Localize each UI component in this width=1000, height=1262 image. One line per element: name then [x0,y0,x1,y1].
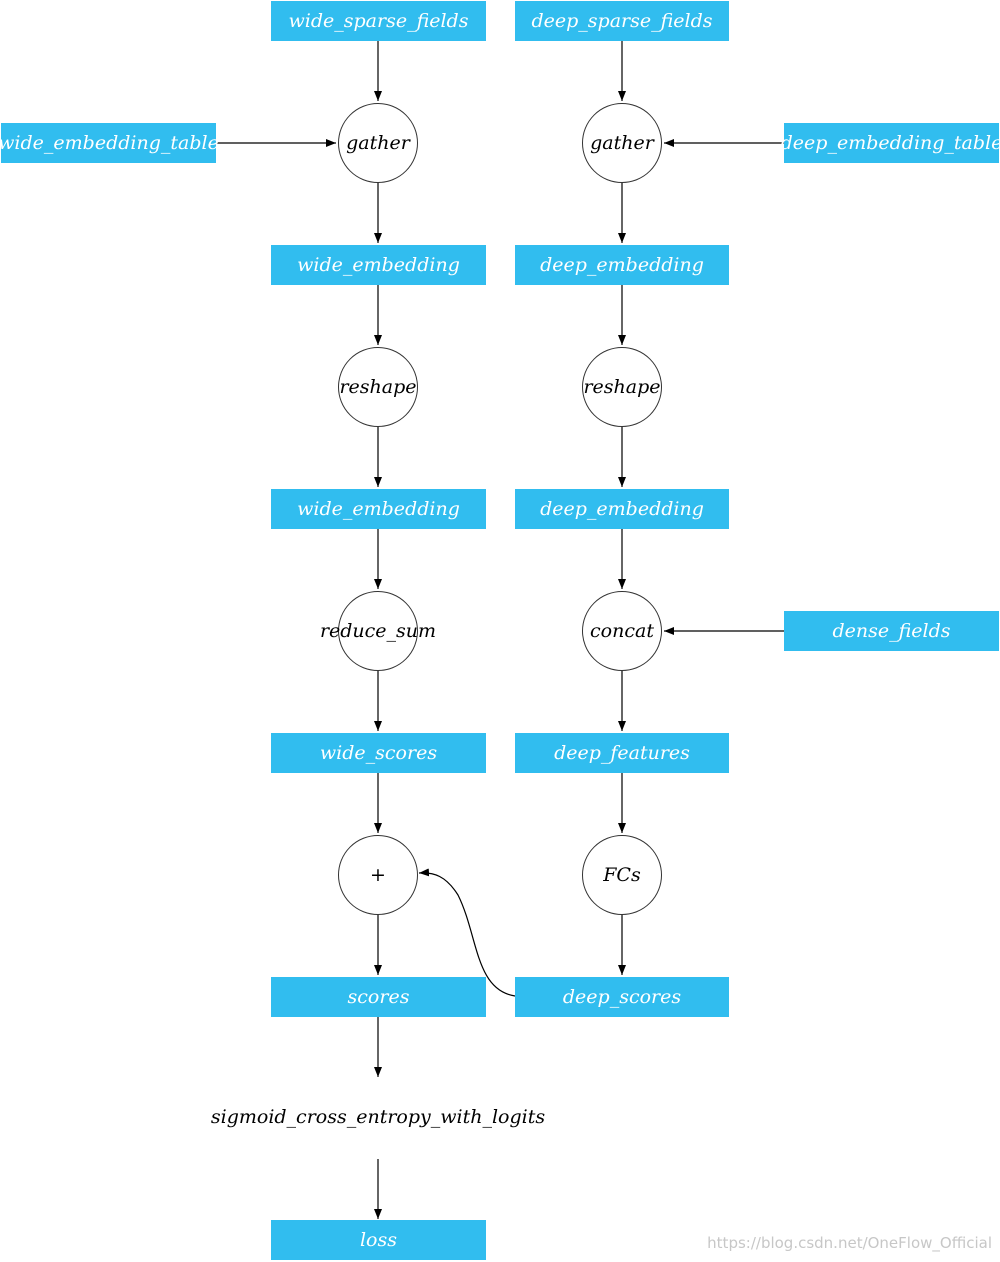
sigmoid-cross-entropy-op: sigmoid_cross_entropy_with_logits [178,1097,578,1137]
reshape-deep-label: reshape [583,376,661,398]
deep-embedding-table-label: deep_embedding_table [780,132,1000,154]
deep-embedding-node-1: deep_embedding [515,245,729,285]
reshape-wide-label: reshape [339,376,417,398]
wide-embedding-label-1: wide_embedding [297,254,460,276]
reduce-sum-label: reduce_sum [319,620,437,642]
edge-deep-scores-to-plus [418,868,516,997]
deep-embedding-label-1: deep_embedding [540,254,704,276]
wide-embedding-node-1: wide_embedding [271,245,486,285]
sigmoid-cross-entropy-label: sigmoid_cross_entropy_with_logits [210,1106,546,1128]
wide-sparse-fields-node: wide_sparse_fields [271,1,486,41]
wide-embedding-table-label: wide_embedding_table [0,132,219,154]
reshape-wide-op: reshape [338,347,418,427]
concat-label: concat [590,620,654,642]
reduce-sum-op: reduce_sum [320,591,436,671]
plus-op: + [338,835,418,915]
wide-embedding-node-2: wide_embedding [271,489,486,529]
wide-embedding-label-2: wide_embedding [297,498,460,520]
wide-scores-node: wide_scores [271,733,486,773]
deep-scores-label: deep_scores [562,986,682,1008]
watermark: https://blog.csdn.net/OneFlow_Official [707,1234,992,1252]
deep-embedding-table-node: deep_embedding_table [780,123,1000,163]
fcs-op: FCs [582,835,662,915]
gather-deep-op: gather [582,103,662,183]
loss-node: loss [271,1220,486,1260]
deep-features-node: deep_features [515,733,729,773]
reshape-deep-op: reshape [582,347,662,427]
deep-embedding-node-2: deep_embedding [515,489,729,529]
dense-fields-node: dense_fields [784,611,999,651]
deep-sparse-fields-node: deep_sparse_fields [515,1,729,41]
wide-scores-label: wide_scores [319,742,438,764]
scores-label: scores [347,986,410,1008]
deep-features-label: deep_features [554,742,690,764]
fcs-label: FCs [603,864,641,886]
gather-wide-op: gather [338,103,418,183]
loss-label: loss [359,1229,398,1251]
deep-scores-node: deep_scores [515,977,729,1017]
plus-label: + [370,864,386,886]
wide-sparse-fields-label: wide_sparse_fields [288,10,469,32]
gather-wide-label: gather [346,132,410,154]
concat-op: concat [582,591,662,671]
dense-fields-label: dense_fields [832,620,951,642]
scores-node: scores [271,977,486,1017]
deep-sparse-fields-label: deep_sparse_fields [531,10,713,32]
deep-embedding-label-2: deep_embedding [540,498,704,520]
gather-deep-label: gather [590,132,654,154]
wide-embedding-table-node: wide_embedding_table [0,123,219,163]
